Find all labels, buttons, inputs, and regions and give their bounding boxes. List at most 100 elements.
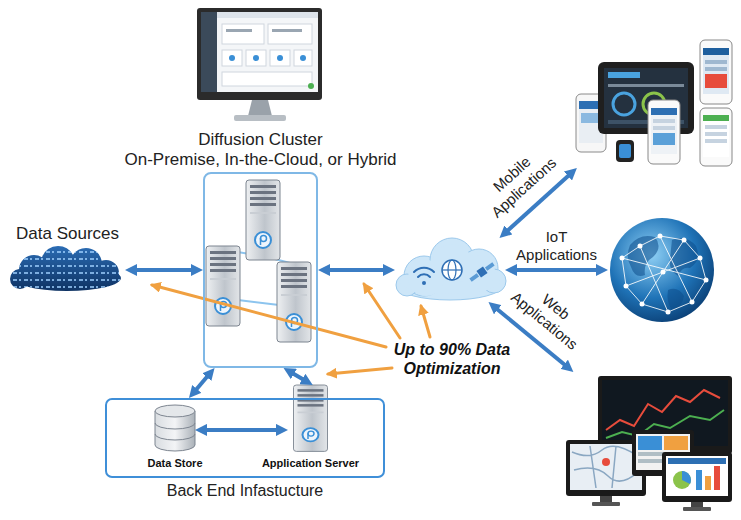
server-cluster-box: Diffusion ClusterOn-Premise, In-the-Clou…: [203, 172, 318, 368]
data-sources-cloud: [8, 265, 126, 267]
admin-monitor: [201, 12, 318, 92]
admin-monitor: [222, 72, 312, 86]
admin-monitor: [222, 50, 242, 66]
admin-monitor: [201, 12, 217, 92]
admin-monitor: [300, 55, 306, 61]
globe: [658, 234, 663, 239]
admin-monitor: [270, 50, 290, 66]
web-monitors: [662, 452, 732, 502]
flow-arrow: [202, 428, 281, 432]
web-monitors: [682, 471, 691, 484]
optimization-leader: [421, 306, 430, 337]
mobile-devices: [616, 140, 634, 162]
admin-monitor: [229, 55, 235, 61]
data-sources-cloud: [8, 258, 126, 260]
server-icon: [206, 246, 240, 326]
globe: [704, 278, 709, 283]
mobile-devices: [653, 133, 675, 145]
globe: [622, 258, 706, 280]
mobile-devices: [703, 115, 729, 121]
flow-arrow: [194, 373, 211, 392]
data-store: Data Store: [155, 405, 195, 452]
web-monitors: [664, 436, 688, 450]
internet-cloud: [469, 273, 479, 281]
globe: [666, 310, 671, 315]
admin-monitor: [246, 50, 266, 66]
data-sources-cloud: [8, 252, 126, 287]
data-source-cloud: Data Sources: [10, 248, 125, 292]
optimization-leader: [364, 284, 400, 338]
edge-label: IoT Applications: [509, 228, 605, 264]
data-sources-cloud: [8, 251, 126, 253]
mobile-devices: [705, 74, 727, 88]
admin-monitor: [197, 8, 322, 100]
server-icon: [277, 262, 311, 342]
admin-monitor: [268, 24, 312, 44]
globe: [610, 218, 714, 322]
mobile-devices: [700, 40, 732, 104]
mobile-devices: [608, 84, 684, 87]
flow-arrow: [325, 268, 388, 272]
admin-monitor: [197, 8, 322, 121]
admin-monitor: [272, 29, 302, 32]
web-monitors: [673, 471, 691, 489]
mobile-devices: [651, 108, 677, 154]
application-server: Application Server: [288, 385, 333, 452]
mobile-devices: [653, 119, 675, 123]
mobile-devices: [576, 40, 732, 166]
flow-arrow: [290, 372, 307, 382]
web-monitors: [638, 436, 662, 450]
data-store-icon: [155, 423, 195, 440]
data-store-icon: [155, 405, 195, 417]
internet-cloud: [468, 261, 496, 284]
mobile-devices: [651, 108, 677, 115]
web-monitors: [600, 496, 612, 502]
mobile-devices: [703, 48, 729, 55]
mobile-devices: [705, 125, 727, 129]
mobile-devices: [705, 60, 727, 64]
globe: [610, 218, 714, 322]
data-sources-cloud: [8, 244, 126, 294]
mobile-devices: [653, 126, 675, 130]
admin-monitor: [217, 12, 318, 18]
web-monitors: [565, 372, 734, 516]
web-monitors: [683, 507, 711, 511]
node-heading: On-Premise, In-the-Cloud, or Hybrid: [124, 150, 396, 170]
web-monitors: [566, 376, 732, 511]
web-monitors: [668, 458, 726, 464]
globe: [670, 238, 698, 276]
internet-cloud: [414, 268, 434, 277]
node-heading: Back End Infastucture: [167, 481, 324, 500]
globe: [620, 256, 625, 261]
web-monitors: [696, 470, 702, 490]
mobile-devices: [705, 132, 727, 136]
admin-monitor: [277, 55, 283, 61]
globe: [626, 258, 700, 286]
web-monitors: [572, 446, 638, 488]
internet-cloud: [414, 268, 434, 272]
globe: [661, 270, 666, 275]
globe: [682, 238, 687, 243]
mobile-devices: [705, 67, 727, 71]
admin-monitor: [294, 50, 312, 66]
globe: [620, 234, 709, 315]
internet-cloud: [408, 260, 444, 296]
internet-cloud: [400, 244, 500, 296]
mobile-devices: [572, 36, 734, 168]
globe: [642, 240, 684, 304]
admin-monitor: [248, 100, 272, 116]
application-server-icon: [294, 385, 328, 451]
flow-arrow: [132, 268, 196, 272]
node-heading: Data Store: [147, 457, 202, 470]
globe: [640, 302, 645, 307]
globe: [698, 256, 703, 261]
admin-monitor: [308, 83, 314, 89]
web-monitors: [602, 458, 610, 466]
flow-arrow: [512, 268, 601, 272]
web-monitors: [666, 456, 728, 496]
globe: [622, 236, 706, 312]
server-icon: [206, 180, 311, 342]
